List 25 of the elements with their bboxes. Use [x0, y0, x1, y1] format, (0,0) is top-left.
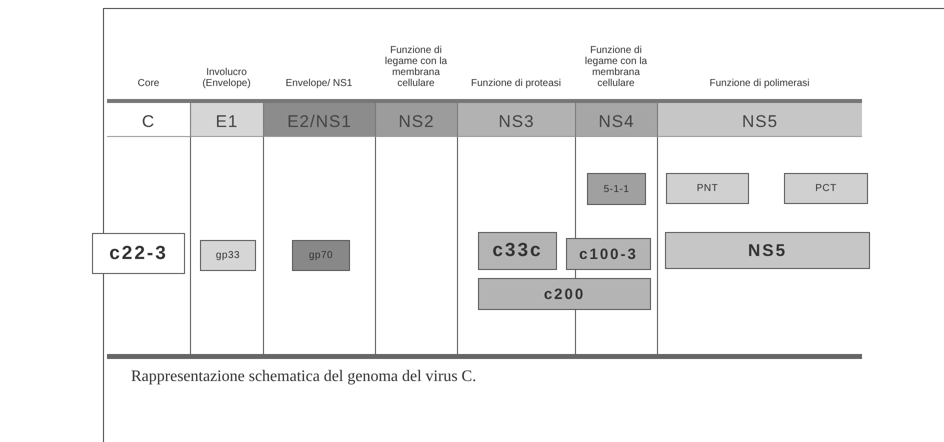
column-heading: Envelope/ NS1: [284, 78, 354, 89]
column-heading: Core: [136, 78, 160, 89]
antigen-box: c33c: [478, 232, 557, 270]
antigen-box: NS5: [665, 232, 870, 269]
antigen-box: gp33: [200, 240, 256, 271]
column-heading: Involucro (Envelope): [201, 67, 252, 89]
column-heading: Funzione di legame con la membrana cellulare: [384, 45, 448, 89]
column-heading: Funzione di legame con la membrana cellulare: [584, 45, 648, 89]
antigen-box: c100-3: [566, 238, 651, 270]
column-heading: Funzione di polimerasi: [708, 78, 811, 89]
genome-segment: E1: [190, 99, 263, 137]
genome-segment: NS4: [575, 99, 657, 137]
genome-segment: NS2: [375, 99, 457, 137]
antigen-box: c22-3: [92, 233, 185, 274]
antigen-box: 5-1-1: [587, 173, 646, 205]
genome-segment: NS5: [657, 99, 862, 137]
antigen-box: PNT: [666, 173, 749, 204]
genome-segment: E2/NS1: [263, 99, 375, 137]
genome-segment: NS3: [457, 99, 575, 137]
antigen-box: c200: [478, 278, 651, 310]
caption: Rappresentazione schematica del genoma del virus C.: [131, 368, 476, 386]
column-heading: Funzione di proteasi: [470, 78, 562, 89]
antigen-box: gp70: [292, 240, 350, 271]
genome-segment: C: [107, 99, 190, 137]
antigen-box: PCT: [784, 173, 868, 204]
